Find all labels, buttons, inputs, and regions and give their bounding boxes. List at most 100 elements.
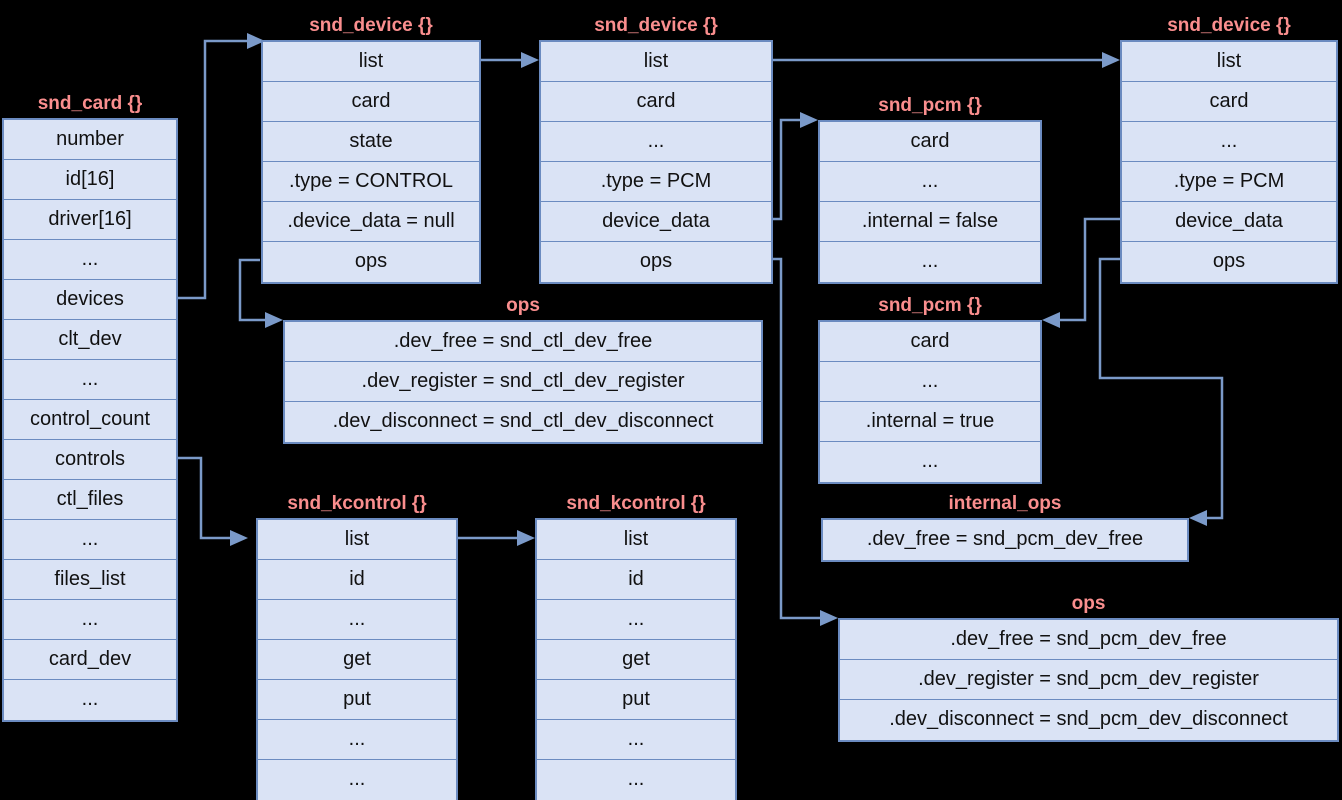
- struct-rows-snd-kcontrol-1: list id ... get put ... ...: [256, 518, 458, 800]
- struct-snd-pcm-internal: snd_pcm {} card ... .internal = true ...: [818, 295, 1042, 484]
- field-row: device_data: [541, 202, 771, 242]
- struct-snd-card: snd_card {} number id[16] driver[16] ...…: [2, 93, 178, 722]
- struct-title-snd-pcm-external: snd_pcm {}: [878, 95, 982, 116]
- field-row: ...: [4, 240, 176, 280]
- field-row: .internal = false: [820, 202, 1040, 242]
- field-row: ...: [921, 250, 939, 272]
- connector-control-device-to-pcm-device-1: [481, 52, 539, 68]
- field-row: .type = PCM: [541, 162, 771, 202]
- field-row: ...: [820, 162, 1040, 202]
- field-row: number: [4, 120, 176, 160]
- struct-rows-snd-device-pcm-1: list card ... .type = PCM device_data op…: [539, 40, 773, 284]
- field-row: ...: [348, 768, 366, 790]
- field-row: list: [541, 42, 771, 82]
- field-row: ...: [921, 450, 939, 472]
- struct-title-internal-ops: internal_ops: [948, 493, 1062, 514]
- field-row: clt_dev: [4, 320, 176, 360]
- field-row: driver[16]: [4, 200, 176, 240]
- struct-rows-snd-pcm-internal: card ... .internal = true ...: [818, 320, 1042, 484]
- field-row: card: [1122, 82, 1336, 122]
- connector-card-controls-to-kcontrol-1: [178, 456, 248, 546]
- field-row: ...: [81, 688, 99, 710]
- struct-rows-snd-device-pcm-2: list card ... .type = PCM device_data op…: [1120, 40, 1338, 284]
- struct-ctl-ops: ops .dev_free = snd_ctl_dev_free .dev_re…: [283, 295, 763, 444]
- field-row: card: [820, 122, 1040, 162]
- field-row: id: [537, 560, 735, 600]
- connector-card-devices-to-control-device: [178, 33, 265, 300]
- field-row: card: [263, 82, 479, 122]
- field-row: control_count: [4, 400, 176, 440]
- field-row: get: [537, 640, 735, 680]
- field-row: ...: [1122, 122, 1336, 162]
- struct-pcm-ops: ops .dev_free = snd_pcm_dev_free .dev_re…: [838, 593, 1339, 742]
- field-row: ...: [537, 600, 735, 640]
- field-row: state: [263, 122, 479, 162]
- field-row: ...: [4, 520, 176, 560]
- struct-title-pcm-ops: ops: [1071, 593, 1106, 614]
- field-row: ...: [541, 122, 771, 162]
- field-row: .dev_free = snd_pcm_dev_free: [866, 528, 1144, 550]
- struct-rows-snd-kcontrol-2: list id ... get put ... ...: [535, 518, 737, 800]
- struct-title-snd-card: snd_card {}: [37, 93, 143, 114]
- field-row: card: [541, 82, 771, 122]
- field-row: ctl_files: [4, 480, 176, 520]
- field-row: list: [1122, 42, 1336, 82]
- struct-snd-device-pcm-1: snd_device {} list card ... .type = PCM …: [539, 15, 773, 284]
- struct-title-snd-kcontrol-2: snd_kcontrol {}: [566, 493, 706, 514]
- connector-pcm-device-1-data-to-snd-pcm-external: [773, 112, 818, 221]
- field-row: ...: [4, 360, 176, 400]
- struct-rows-snd-device-control: list card state .type = CONTROL .device_…: [261, 40, 481, 284]
- connector-pcm-device-2-data-to-snd-pcm-internal: [1042, 217, 1120, 328]
- struct-rows-internal-ops: .dev_free = snd_pcm_dev_free: [821, 518, 1189, 562]
- field-row: list: [258, 520, 456, 560]
- field-row: .dev_register = snd_pcm_dev_register: [840, 660, 1337, 700]
- field-row: ops: [354, 250, 388, 272]
- connector-pcm-device-2-ops-to-internal-ops: [1098, 257, 1224, 526]
- field-row: list: [537, 520, 735, 560]
- field-row: .dev_free = snd_ctl_dev_free: [285, 322, 761, 362]
- field-row: ...: [537, 720, 735, 760]
- struct-title-snd-device-pcm-1: snd_device {}: [594, 15, 718, 36]
- field-row: .dev_disconnect = snd_pcm_dev_disconnect: [889, 708, 1288, 730]
- struct-snd-device-pcm-2: snd_device {} list card ... .type = PCM …: [1120, 15, 1338, 284]
- struct-title-snd-device-pcm-2: snd_device {}: [1167, 15, 1291, 36]
- field-row: controls: [4, 440, 176, 480]
- struct-title-snd-device-control: snd_device {}: [309, 15, 433, 36]
- struct-title-snd-kcontrol-1: snd_kcontrol {}: [287, 493, 427, 514]
- field-row: device_data: [1122, 202, 1336, 242]
- field-row: .internal = true: [820, 402, 1040, 442]
- struct-snd-kcontrol-2: snd_kcontrol {} list id ... get put ... …: [535, 493, 737, 800]
- connector-kcontrol-1-to-kcontrol-2: [458, 530, 535, 546]
- field-row: card_dev: [4, 640, 176, 680]
- field-row: id[16]: [4, 160, 176, 200]
- field-row: .type = PCM: [1122, 162, 1336, 202]
- field-row: put: [258, 680, 456, 720]
- field-row: card: [820, 322, 1040, 362]
- field-row: id: [258, 560, 456, 600]
- struct-title-snd-pcm-internal: snd_pcm {}: [878, 295, 982, 316]
- field-row: ...: [258, 600, 456, 640]
- field-row: put: [537, 680, 735, 720]
- struct-snd-kcontrol-1: snd_kcontrol {} list id ... get put ... …: [256, 493, 458, 800]
- struct-rows-snd-pcm-external: card ... .internal = false ...: [818, 120, 1042, 284]
- field-row: .type = CONTROL: [263, 162, 479, 202]
- field-row: list: [263, 42, 479, 82]
- field-row: .dev_free = snd_pcm_dev_free: [840, 620, 1337, 660]
- field-row: ...: [258, 720, 456, 760]
- field-row: devices: [4, 280, 176, 320]
- field-row: .dev_disconnect = snd_ctl_dev_disconnect: [332, 410, 714, 432]
- field-row: ...: [4, 600, 176, 640]
- struct-title-ctl-ops: ops: [506, 295, 540, 316]
- field-row: ops: [1212, 250, 1246, 272]
- struct-rows-snd-card: number id[16] driver[16] ... devices clt…: [2, 118, 178, 722]
- field-row: get: [258, 640, 456, 680]
- field-row: ops: [639, 250, 673, 272]
- field-row: ...: [627, 768, 645, 790]
- struct-internal-ops: internal_ops .dev_free = snd_pcm_dev_fre…: [821, 493, 1189, 562]
- field-row: .dev_register = snd_ctl_dev_register: [285, 362, 761, 402]
- struct-snd-device-control: snd_device {} list card state .type = CO…: [261, 15, 481, 284]
- struct-snd-pcm-external: snd_pcm {} card ... .internal = false ..…: [818, 95, 1042, 284]
- field-row: files_list: [4, 560, 176, 600]
- connector-pcm-device-1-to-pcm-device-2: [773, 52, 1120, 68]
